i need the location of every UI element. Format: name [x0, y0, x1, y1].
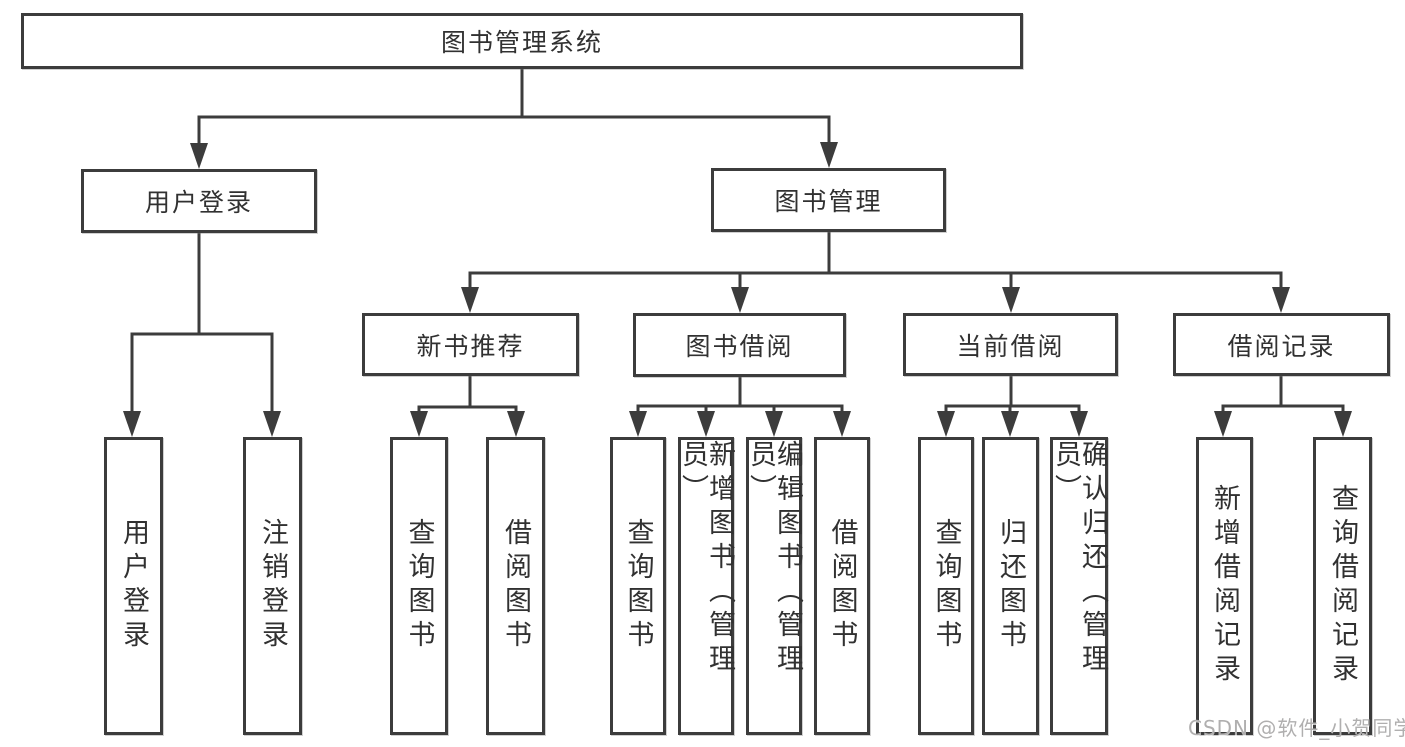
arrow-down-icon — [1214, 411, 1232, 437]
arrow-down-icon — [629, 411, 647, 437]
connector-root-bar — [197, 115, 831, 165]
arrow-down-icon — [1272, 287, 1290, 313]
box-book-borrow: 图书借阅 — [633, 313, 846, 377]
arrow-down-icon — [731, 287, 749, 313]
leaf-user-login: 用户登录 — [104, 437, 163, 735]
leaf-return-book: 归还图书 — [982, 437, 1039, 735]
box-user-login: 用户登录 — [81, 169, 317, 233]
arrow-down-icon — [123, 411, 141, 437]
arrow-down-icon — [1334, 411, 1352, 437]
arrow-down-icon — [697, 411, 715, 437]
leaf-add-borrow-record: 新增借阅记录 — [1196, 437, 1253, 735]
box-new-book-recommend: 新书推荐 — [362, 313, 579, 376]
leaf-query-books-borrow: 查询图书 — [610, 437, 666, 735]
connector-group4-bar — [1221, 404, 1345, 433]
box-root-system: 图书管理系统 — [21, 13, 1023, 69]
arrow-down-icon — [765, 411, 783, 437]
leaf-edit-book-admin: 编辑图书（管理员） — [745, 437, 803, 735]
arrow-down-icon — [263, 411, 281, 437]
leaf-add-book-admin: 新增图书（管理员） — [677, 437, 735, 735]
arrow-down-icon — [937, 411, 955, 437]
leaf-query-books-recommend: 查询图书 — [390, 437, 448, 735]
leaf-borrow-books-recommend: 借阅图书 — [486, 437, 545, 735]
connector-group1-bar — [417, 405, 518, 433]
arrow-down-icon — [833, 411, 851, 437]
leaf-query-books-current: 查询图书 — [918, 437, 974, 735]
connector-login-bar — [130, 332, 274, 433]
arrow-down-icon — [410, 411, 428, 437]
leaf-confirm-return-admin: 确认归还（管理员） — [1050, 437, 1108, 735]
arrow-down-icon — [1070, 411, 1088, 437]
arrowheads — [123, 142, 1352, 437]
box-borrow-records: 借阅记录 — [1173, 313, 1390, 376]
leaf-borrow-books: 借阅图书 — [814, 437, 870, 735]
connector-mgmt-bar — [468, 271, 1283, 309]
box-book-management: 图书管理 — [711, 168, 946, 232]
connector-group2-bar — [636, 404, 844, 433]
arrow-down-icon — [820, 142, 838, 168]
watermark-text: CSDN @软件_小贺同学 — [1188, 716, 1405, 740]
arrow-down-icon — [507, 411, 525, 437]
leaf-query-borrow-record: 查询借阅记录 — [1313, 437, 1372, 735]
arrow-down-icon — [190, 143, 208, 169]
arrow-down-icon — [1001, 411, 1019, 437]
box-current-borrow: 当前借阅 — [903, 313, 1118, 376]
arrow-down-icon — [461, 287, 479, 313]
connector-paths — [130, 69, 1345, 433]
leaf-logout: 注销登录 — [243, 437, 302, 735]
arrow-down-icon — [1002, 287, 1020, 313]
